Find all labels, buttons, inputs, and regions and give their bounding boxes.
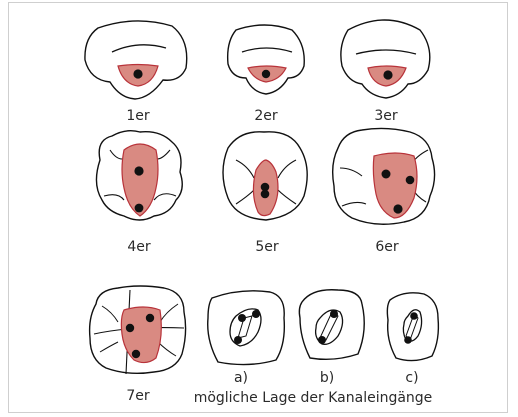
label-variant-b: b) [320,370,334,386]
tooth-4er [96,131,182,220]
canal-variant-c [387,293,438,361]
tooth-3er [341,20,430,98]
tooth-2er [228,25,305,94]
canal-entrance [393,204,402,213]
canal-variant-b [299,290,364,360]
label-2er: 2er [254,108,278,124]
label-variant-c: c) [405,370,418,386]
canal-entrance [132,350,140,358]
label-4er: 4er [127,239,151,255]
canal-entrance [406,176,415,185]
canal-variant-a [208,291,285,365]
canal-entrance [133,69,142,78]
tooth-7er [90,286,186,374]
caption: mögliche Lage der Kanaleingänge [194,390,433,406]
tooth-1er [85,21,187,99]
canal-entrance [234,336,242,344]
label-1er: 1er [126,108,150,124]
canal-entrance [410,312,418,320]
canal-entrance [238,314,246,322]
tooth-6er [333,128,435,224]
canal-entrance [262,70,270,78]
canal-entrance [252,310,260,318]
canal-entrance [383,70,392,79]
canal-entrance [404,336,412,344]
label-6er: 6er [375,239,399,255]
canal-entrance [146,314,154,322]
canal-entrance [126,324,134,332]
canal-entrance [135,204,144,213]
canal-entrance [261,190,270,199]
canal-entrance [330,310,338,318]
label-5er: 5er [255,239,279,255]
tooth-5er [223,132,307,220]
label-7er: 7er [126,388,150,404]
canal-entrance [134,166,143,175]
canal-entrance [382,170,391,179]
label-variant-a: a) [234,370,248,386]
label-3er: 3er [374,108,398,124]
canal-entrance [318,336,326,344]
